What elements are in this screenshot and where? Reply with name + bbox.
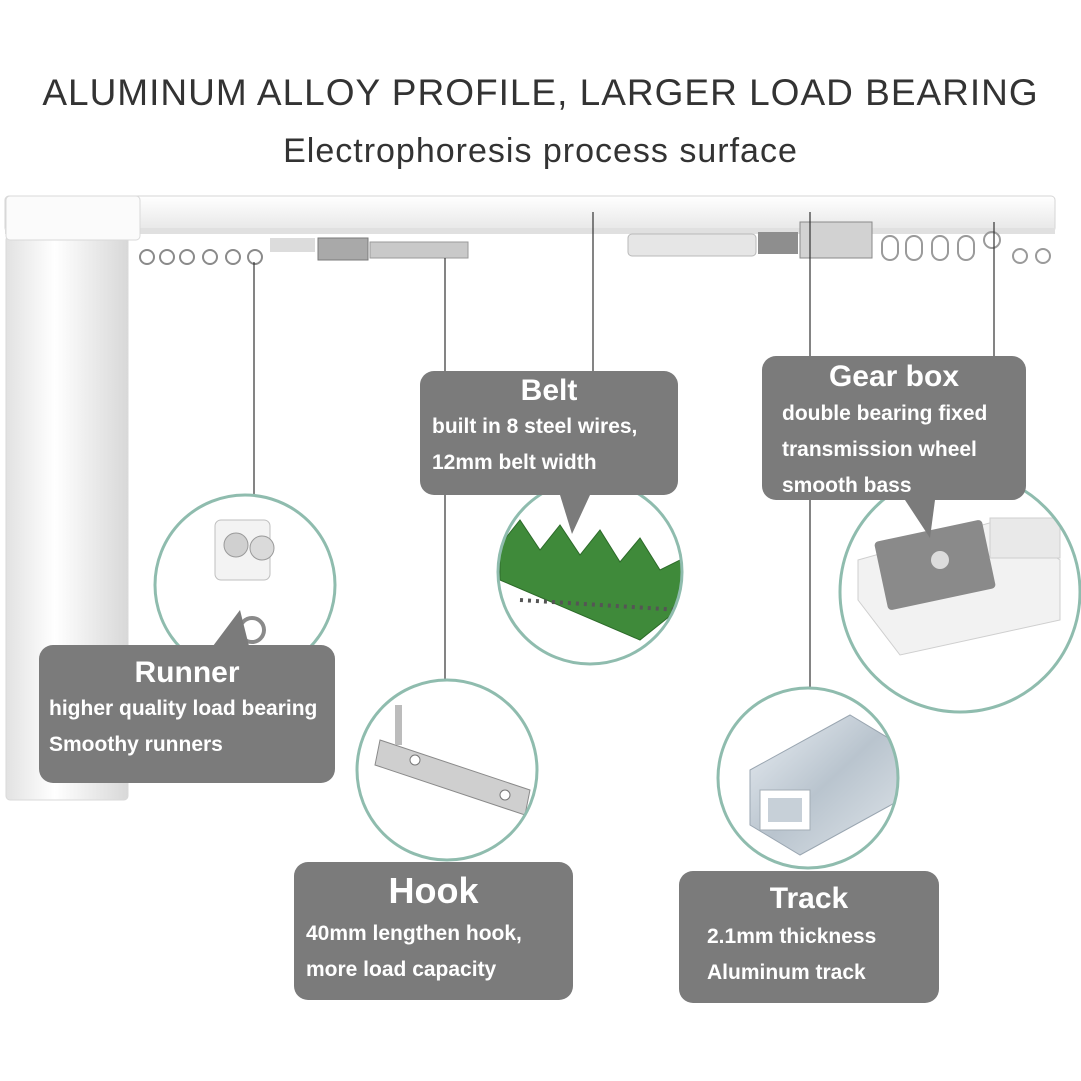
track-line-2: Aluminum track [707, 961, 866, 984]
runner-zoom-circle [153, 493, 337, 677]
hook-line-1: 40mm lengthen hook, [306, 922, 522, 945]
belt-line-2: 12mm belt width [432, 451, 597, 474]
runner-line-2: Smoothy runners [49, 733, 223, 756]
headline-subtitle: Electrophoresis process surface [283, 132, 798, 170]
belt-zoom-circle [496, 478, 684, 666]
hook-line-2: more load capacity [306, 958, 497, 981]
callout-pointers [210, 495, 935, 650]
belt-title: Belt [520, 374, 578, 407]
gear-box-line-1: double bearing fixed [782, 402, 988, 425]
hook-callout: Hook 40mm lengthen hook, more load capac… [294, 862, 573, 1000]
headline-title: ALUMINUM ALLOY PROFILE, LARGER LOAD BEAR… [42, 72, 1039, 113]
gear-box-title: Gear box [828, 360, 960, 393]
belt-callout: Belt built in 8 steel wires, 12mm belt w… [420, 371, 678, 495]
runner-callout: Runner higher quality load bearing Smoot… [39, 645, 335, 783]
gear-box-line-3: smooth bass [782, 474, 912, 497]
track-callout: Track 2.1mm thickness Aluminum track [679, 871, 939, 1003]
runner-title: Runner [134, 656, 240, 689]
gear-box-callout: Gear box double bearing fixed transmissi… [762, 356, 1026, 500]
gear-box-zoom-circle [838, 470, 1081, 714]
hook-zoom-circle [355, 678, 539, 862]
hook-title: Hook [388, 870, 479, 911]
track-zoom-circle [716, 686, 900, 870]
track-line-1: 2.1mm thickness [707, 925, 877, 948]
gear-box-line-2: transmission wheel [782, 438, 977, 461]
runner-line-1: higher quality load bearing [49, 697, 318, 720]
belt-line-1: built in 8 steel wires, [432, 415, 638, 438]
track-title: Track [769, 882, 849, 915]
